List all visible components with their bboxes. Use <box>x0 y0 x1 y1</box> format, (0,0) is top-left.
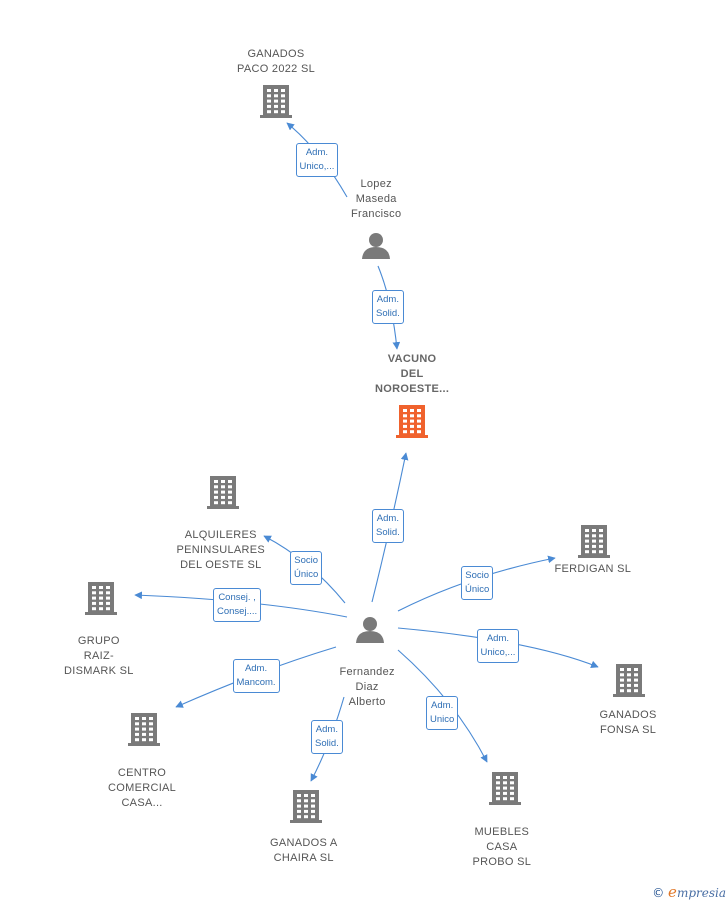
relation-label[interactable]: Adm. Solid. <box>372 509 404 543</box>
company-name-label[interactable]: MUEBLES CASA PROBO SL <box>472 825 532 868</box>
relation-label[interactable]: Adm. Solid. <box>372 290 404 324</box>
relation-label[interactable]: Socio Único <box>461 566 494 600</box>
relation-label[interactable]: Consej. , Consej.... <box>213 588 262 622</box>
company-name-label[interactable]: GANADOS FONSA SL <box>599 708 657 736</box>
relation-label[interactable]: Adm. Unico <box>426 696 459 730</box>
building-icon[interactable] <box>85 582 117 615</box>
company-name-label[interactable]: GANADOS A CHAIRA SL <box>270 836 338 864</box>
building-icon[interactable] <box>290 790 322 823</box>
relation-label[interactable]: Adm. Mancom. <box>232 659 280 693</box>
company-name-label[interactable]: FERDIGAN SL <box>554 562 632 575</box>
main-company-building-icon[interactable] <box>396 405 428 438</box>
building-icon[interactable] <box>260 85 292 118</box>
company-name-label[interactable]: ALQUILERES PENINSULARES DEL OESTE SL <box>176 528 266 571</box>
relation-label[interactable]: Adm. Unico,... <box>476 629 520 663</box>
company-name-label[interactable]: GRUPO RAIZ- DISMARK SL <box>64 634 134 677</box>
person-name-label[interactable]: Fernandez Diaz Alberto <box>339 665 395 708</box>
empresia-logo[interactable]: © empresia <box>652 883 726 901</box>
person-icon[interactable] <box>362 233 390 259</box>
person-name-label[interactable]: Lopez Maseda Francisco <box>351 177 402 220</box>
person-icon[interactable] <box>356 617 384 643</box>
building-icon[interactable] <box>128 713 160 746</box>
company-name-label[interactable]: VACUNO DEL NOROESTE... <box>375 352 450 395</box>
company-name-label[interactable]: GANADOS PACO 2022 SL <box>237 48 315 75</box>
relation-label[interactable]: Socio Único <box>290 551 323 585</box>
building-icon[interactable] <box>613 664 645 697</box>
relation-label[interactable]: Adm. Solid. <box>311 720 343 754</box>
building-icon[interactable] <box>207 476 239 509</box>
company-name-label[interactable]: CENTRO COMERCIAL CASA... <box>108 766 177 809</box>
relation-label[interactable]: Adm. Unico,... <box>295 143 339 177</box>
building-icon[interactable] <box>489 772 521 805</box>
building-icon[interactable] <box>578 525 610 558</box>
